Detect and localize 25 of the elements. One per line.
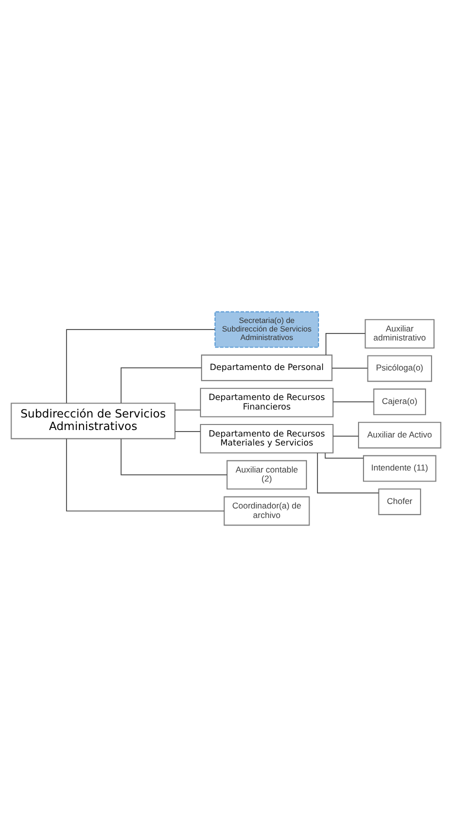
node-box: Departamento de Personal bbox=[201, 354, 332, 381]
connector bbox=[326, 332, 366, 355]
node-box: Departamento de Recursos Materiales y Servicios bbox=[200, 424, 334, 453]
node-box: Subdirección de Servicios Administrativos bbox=[10, 402, 176, 439]
node-box: Auxiliar administrativo bbox=[364, 318, 435, 348]
node-box: Psicóloga(o) bbox=[367, 354, 432, 382]
node-box: Departamento de Recursos Financieros bbox=[200, 387, 334, 417]
node-box: Cajera(o) bbox=[373, 388, 426, 415]
connector bbox=[66, 438, 224, 511]
node-box: Secretaria(o) de Subdirección de Servicios Administrativos bbox=[214, 310, 320, 348]
connector bbox=[174, 409, 201, 410]
node-box: Auxiliar de Activo bbox=[358, 421, 442, 448]
connector bbox=[66, 328, 216, 404]
connector bbox=[120, 366, 202, 403]
connector bbox=[317, 452, 380, 493]
connector bbox=[120, 438, 228, 475]
node-box: Intendente (11) bbox=[362, 454, 436, 482]
connector bbox=[332, 435, 359, 436]
connector bbox=[332, 367, 368, 368]
node-box: Chofer bbox=[378, 488, 422, 515]
node-box: Auxiliar contable (2) bbox=[226, 460, 307, 490]
connector bbox=[332, 400, 374, 402]
node-box: Coordinador(a) de archivo bbox=[224, 496, 310, 526]
connector bbox=[324, 452, 364, 458]
connector bbox=[174, 430, 201, 432]
